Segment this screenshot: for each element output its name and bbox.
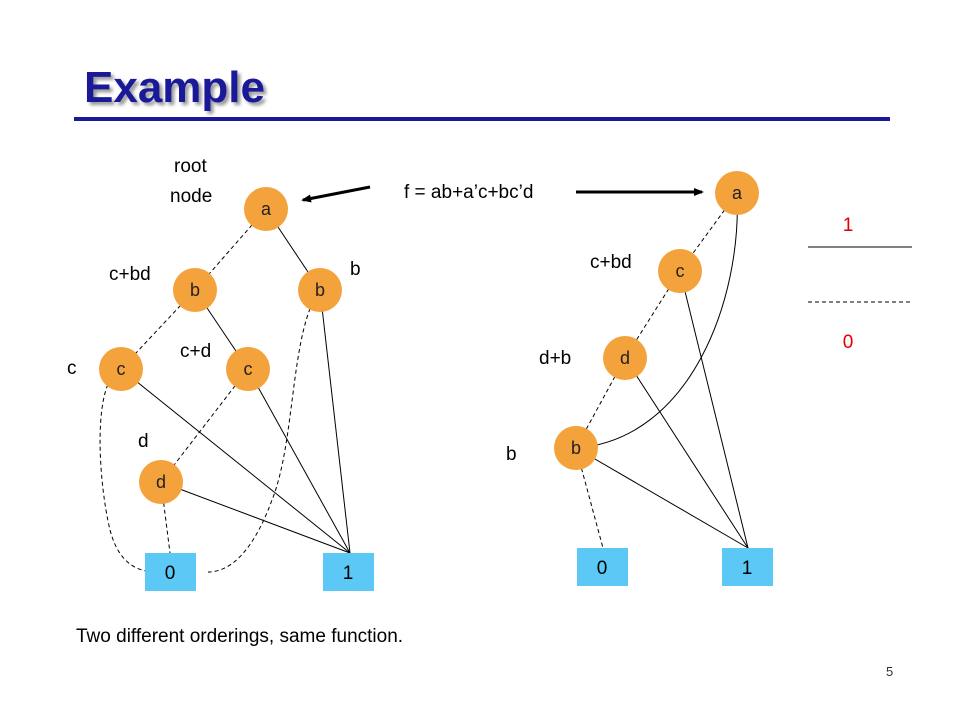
terminal-one-right: 1 (722, 548, 773, 586)
node-b-right: b (298, 268, 342, 312)
node-c-right: c (226, 347, 270, 391)
svg-text:c: c (117, 359, 126, 379)
svg-text:d: d (156, 472, 166, 492)
edge-label-d: d (138, 431, 149, 452)
edge-c1-zero-dashed (99, 368, 159, 573)
edge-label-c-bd-right: c+bd (590, 252, 632, 273)
edge-legend: 1 0 (808, 215, 912, 353)
title-underline (74, 117, 890, 121)
node-b-left: b (173, 268, 217, 312)
node-c-left: c (99, 347, 143, 391)
edge-c1-one-solid (120, 368, 351, 554)
node-d-r: d (603, 336, 647, 380)
edge-d-one-solid (160, 481, 351, 554)
node-a-r: a (715, 171, 759, 215)
edge-c2-d-dashed (160, 368, 249, 483)
node-a: a (244, 187, 288, 231)
slide-title: Example (84, 63, 265, 112)
page-number: 5 (886, 664, 894, 679)
svg-text:0: 0 (597, 558, 608, 579)
right-bdd-nodes: a c d b 0 1 (554, 171, 773, 586)
svg-text:1: 1 (343, 563, 354, 584)
left-bdd-nodes: a b b c c d 0 1 (99, 187, 374, 591)
function-formula: f = ab+a’c+bc’d (404, 182, 533, 203)
edge-d-one-solid (624, 357, 749, 549)
svg-text:c: c (676, 261, 685, 281)
node-c-r: c (658, 249, 702, 293)
node-d: d (139, 460, 183, 504)
terminal-zero-right: 0 (577, 548, 628, 586)
edge-c-one-solid (679, 270, 749, 549)
edge-label-c-bd-left: c+bd (109, 264, 151, 285)
edge-label-b-left: b (350, 259, 361, 280)
right-bdd-edges (575, 192, 749, 549)
svg-text:b: b (315, 280, 325, 300)
svg-text:d: d (620, 348, 630, 368)
edge-b2-zero-dashed (207, 289, 321, 573)
edge-label-d-b: d+b (539, 348, 571, 369)
edge-a-b-solid (575, 192, 738, 449)
node-b-r: b (554, 426, 598, 470)
edge-label-c: c (67, 358, 77, 379)
root-arrow (301, 185, 371, 203)
legend-dashed-label: 0 (843, 332, 854, 353)
edge-b-one-solid (575, 447, 749, 549)
root-label-line1: root (174, 156, 207, 177)
svg-text:c: c (244, 359, 253, 379)
terminal-zero-left: 0 (145, 553, 196, 591)
svg-text:0: 0 (165, 563, 176, 584)
svg-text:a: a (732, 183, 743, 203)
edge-d-zero-dashed (160, 481, 171, 554)
slide-caption: Two different orderings, same function. (76, 626, 404, 647)
root-label-line2: node (170, 186, 212, 207)
edge-label-c-d: c+d (180, 341, 211, 362)
svg-text:1: 1 (742, 558, 753, 579)
edge-label-b-right: b (506, 444, 517, 465)
svg-text:b: b (190, 280, 200, 300)
edge-b2-one-solid (319, 289, 351, 554)
svg-text:b: b (571, 438, 581, 458)
legend-solid-label: 1 (843, 215, 854, 236)
svg-text:a: a (261, 199, 272, 219)
terminal-one-left: 1 (323, 553, 374, 591)
edge-c2-one-solid (247, 368, 351, 554)
